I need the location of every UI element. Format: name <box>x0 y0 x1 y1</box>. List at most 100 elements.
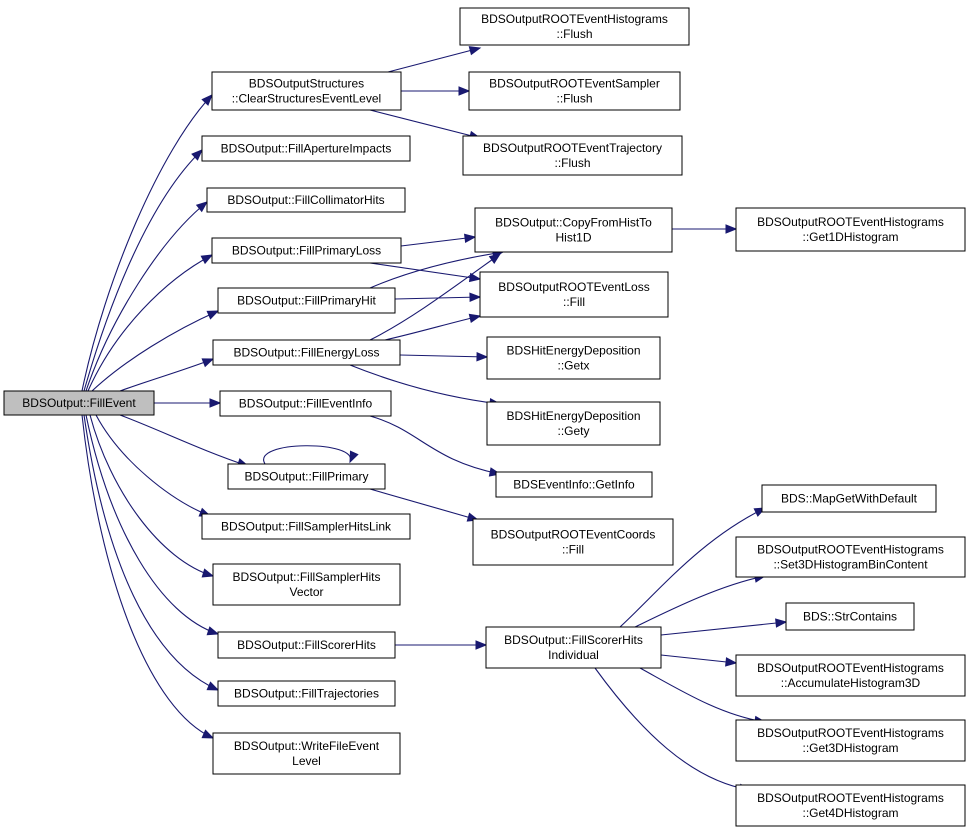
node-loss-fill[interactable]: BDSOutputROOTEventLoss::Fill <box>479 271 669 318</box>
node-accumulate3d[interactable]: BDSOutputROOTEventHistograms::Accumulate… <box>735 654 966 697</box>
node-box[interactable] <box>486 336 661 380</box>
node-fill-event-info[interactable]: BDSOutput::FillEventInfo <box>219 390 392 417</box>
node-fill-primary-loss[interactable]: BDSOutput::FillPrimaryLoss <box>211 237 402 264</box>
edge-arrowhead <box>201 94 213 106</box>
node-label: BDSOutput::FillScorerHits <box>237 638 376 652</box>
edge-line <box>81 414 214 739</box>
node-label: BDS::MapGetWithDefault <box>781 492 918 506</box>
node-label: BDSHitEnergyDeposition <box>506 409 640 423</box>
edge-line <box>384 315 481 341</box>
edge-arrowhead <box>200 254 214 265</box>
node-box[interactable] <box>495 471 653 498</box>
node-fill-primary[interactable]: BDSOutput::FillPrimary <box>227 463 386 490</box>
node-label: Vector <box>289 585 323 599</box>
node-fill-trajectories[interactable]: BDSOutput::FillTrajectories <box>217 680 396 707</box>
node-box[interactable] <box>201 513 411 540</box>
node-box[interactable] <box>785 602 915 631</box>
node-box[interactable] <box>735 207 966 252</box>
node-box[interactable] <box>735 784 966 827</box>
node-box[interactable] <box>462 135 683 176</box>
edge-fill_scorer_individual-to-get4d <box>594 667 752 793</box>
edge-line <box>639 667 766 723</box>
node-box[interactable] <box>735 719 966 762</box>
node-box[interactable] <box>3 390 155 416</box>
node-get3d[interactable]: BDSOutputROOTEventHistograms::Get3DHisto… <box>735 719 966 762</box>
node-box[interactable] <box>468 71 681 111</box>
node-label: BDSHitEnergyDeposition <box>506 344 640 358</box>
node-str-contains[interactable]: BDS::StrContains <box>785 602 915 631</box>
edge-line <box>87 254 213 392</box>
node-box[interactable] <box>735 654 966 697</box>
node-box[interactable] <box>735 536 966 578</box>
edge-line <box>369 415 501 475</box>
node-box[interactable] <box>474 207 673 253</box>
edge-line <box>369 253 501 341</box>
node-fill-event[interactable]: BDSOutput::FillEvent <box>3 390 155 416</box>
edge-arrowhead <box>469 292 482 302</box>
node-map-get-default[interactable]: BDS::MapGetWithDefault <box>761 484 937 513</box>
node-box[interactable] <box>459 7 690 46</box>
node-label: BDSOutputROOTEventTrajectory <box>483 141 662 155</box>
node-coords-fill[interactable]: BDSOutputROOTEventCoords::Fill <box>472 518 674 566</box>
node-box[interactable] <box>485 626 662 669</box>
node-gety[interactable]: BDSHitEnergyDeposition::Gety <box>486 401 661 446</box>
node-box[interactable] <box>479 271 669 318</box>
edge-fill_scorer_individual-to-set3d_bin <box>634 573 767 628</box>
node-traj-flush[interactable]: BDSOutputROOTEventTrajectory::Flush <box>462 135 683 176</box>
node-label: BDSOutput::FillApertureImpacts <box>221 142 392 156</box>
node-clear-structures[interactable]: BDSOutputStructures::ClearStructuresEven… <box>211 71 402 111</box>
edge-line <box>369 251 504 289</box>
node-getx[interactable]: BDSHitEnergyDeposition::Getx <box>486 336 661 380</box>
edge-arrowhead <box>464 233 477 243</box>
edge-arrowhead <box>209 398 222 408</box>
node-label: BDSOutput::FillPrimary <box>244 470 368 484</box>
node-box[interactable] <box>201 135 411 162</box>
node-set3d-bin[interactable]: BDSOutputROOTEventHistograms::Set3DHisto… <box>735 536 966 578</box>
edge-arrowhead <box>206 626 220 636</box>
node-box[interactable] <box>486 401 661 446</box>
node-box[interactable] <box>472 518 674 566</box>
node-box[interactable] <box>761 484 937 513</box>
node-label: ::Fill <box>563 295 585 309</box>
node-get1d[interactable]: BDSOutputROOTEventHistograms::Get1DHisto… <box>735 207 966 252</box>
edge-fill_event_info-to-get_info <box>369 415 502 477</box>
node-box[interactable] <box>206 187 406 213</box>
edge-fill_event-to-fill_event_info <box>154 398 222 408</box>
node-box[interactable] <box>212 339 401 366</box>
node-label: BDSOutput::FillSamplerHitsLink <box>221 520 392 534</box>
node-box[interactable] <box>211 237 402 264</box>
node-label: BDSOutputROOTEventHistograms <box>757 661 944 675</box>
node-box[interactable] <box>219 390 392 417</box>
node-label: Individual <box>548 648 599 662</box>
node-fill-primary-hit[interactable]: BDSOutput::FillPrimaryHit <box>217 287 396 314</box>
node-label: BDSOutputROOTEventHistograms <box>757 791 944 805</box>
edge-arrowhead <box>476 352 489 362</box>
edge-fill_event-to-clear_structures <box>81 94 213 392</box>
node-label: BDSOutput::CopyFromHistTo <box>495 216 652 230</box>
node-get4d[interactable]: BDSOutputROOTEventHistograms::Get4DHisto… <box>735 784 966 827</box>
edge-copy_hist-to-get1d <box>672 224 738 234</box>
node-label: BDSOutputStructures <box>249 77 364 91</box>
node-fill-collimator[interactable]: BDSOutput::FillCollimatorHits <box>206 187 406 213</box>
node-fill-energy-loss[interactable]: BDSOutput::FillEnergyLoss <box>212 339 401 366</box>
node-box[interactable] <box>217 631 396 659</box>
node-box[interactable] <box>227 463 386 490</box>
node-box[interactable] <box>211 71 402 111</box>
node-hist-flush[interactable]: BDSOutputROOTEventHistograms::Flush <box>459 7 690 46</box>
node-sampler-flush[interactable]: BDSOutputROOTEventSampler::Flush <box>468 71 681 111</box>
node-fill-sampler-link[interactable]: BDSOutput::FillSamplerHitsLink <box>201 513 411 540</box>
node-box[interactable] <box>217 680 396 707</box>
node-get-info[interactable]: BDSEventInfo::GetInfo <box>495 471 653 498</box>
node-label: BDS::StrContains <box>803 610 897 624</box>
node-label: BDSOutputROOTEventHistograms <box>757 726 944 740</box>
node-box[interactable] <box>217 287 396 314</box>
node-label: BDSOutputROOTEventHistograms <box>757 543 944 557</box>
node-box[interactable] <box>212 732 401 775</box>
node-fill-scorer-hits[interactable]: BDSOutput::FillScorerHits <box>217 631 396 659</box>
node-box[interactable] <box>212 563 401 606</box>
node-fill-aperture[interactable]: BDSOutput::FillApertureImpacts <box>201 135 411 162</box>
